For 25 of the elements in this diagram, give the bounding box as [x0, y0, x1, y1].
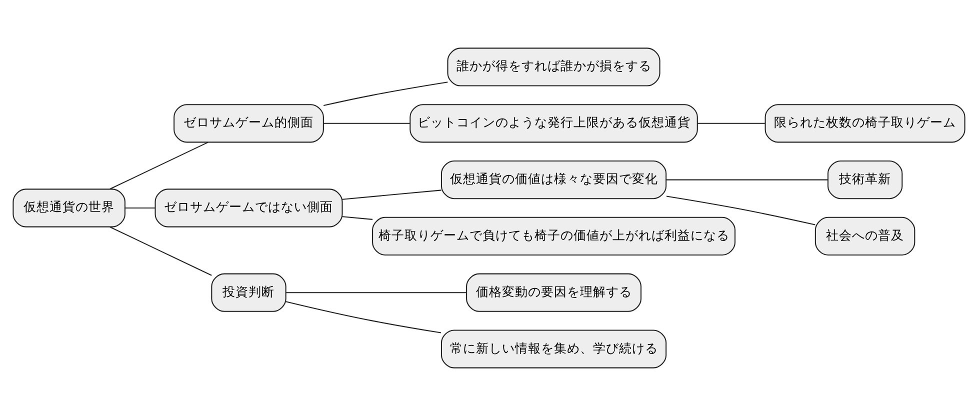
node-box: 仮想通貨の世界 [12, 188, 126, 227]
node-box: 社会への普及 [814, 216, 916, 256]
connector [110, 226, 212, 276]
connector [110, 141, 208, 189]
node-box: 技術革新 [827, 160, 903, 199]
node-box: ビットコインのような発行上限がある仮想通貨 [410, 104, 698, 142]
node-box: 投資判断 [211, 272, 286, 312]
node-box: 常に新しい情報を集め、学び続ける [440, 329, 667, 368]
node-box: ゼロサムゲーム的側面 [174, 104, 324, 142]
node-box: 限られた枚数の椅子取りゲーム [764, 104, 966, 142]
connector [286, 300, 442, 333]
connector [342, 189, 442, 200]
connector [698, 122, 766, 124]
node-box: 価格変動の要因を理解する [466, 272, 642, 312]
connector [286, 292, 466, 293]
connector [324, 122, 410, 124]
connector [342, 216, 373, 220]
node-box: 誰かが得をすれば誰かが損をする [447, 47, 660, 86]
node-box: 椅子取りゲームで負けても椅子の価値が上がれば利益になる [372, 216, 736, 256]
node-box: ゼロサムゲームではない側面 [154, 188, 343, 227]
node-box: 仮想通貨の価値は様々な要因で変化 [440, 160, 667, 199]
connector [666, 195, 816, 225]
connector [666, 178, 828, 180]
connector [125, 206, 155, 208]
connector [323, 81, 448, 106]
